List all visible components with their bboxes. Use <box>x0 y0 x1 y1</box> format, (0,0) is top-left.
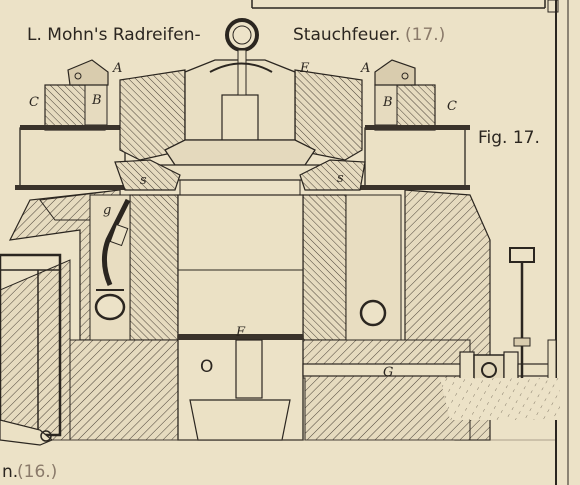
fig-label: Fig. 17. <box>478 128 540 148</box>
label-O: O <box>200 357 213 377</box>
label-A-left: A <box>112 61 122 76</box>
upper-ring <box>15 18 470 195</box>
top-right-frame <box>547 0 559 13</box>
label-B-left: B <box>91 93 102 108</box>
label-S-right: s <box>337 171 344 186</box>
label-G: G <box>383 365 393 380</box>
pipe-g <box>94 198 131 321</box>
label-A-right: A <box>360 61 370 76</box>
title-figref: (17.) <box>405 25 445 45</box>
title-right: Stauchfeuer. <box>293 25 400 45</box>
bottom-left-caption: n. <box>2 462 18 482</box>
label-g: g <box>103 203 111 218</box>
chamber-o <box>177 334 304 441</box>
label-C-right: C <box>447 99 457 114</box>
bottom-left-caption-ref: (16.) <box>17 462 57 482</box>
label-S-left: s <box>140 173 147 188</box>
label-F: F <box>235 325 246 340</box>
label-C-left: C <box>29 95 39 110</box>
ground-texture <box>440 378 560 420</box>
left-partial-figure <box>0 253 62 446</box>
brick-body <box>0 189 491 441</box>
label-E: E <box>299 61 310 76</box>
label-B-right: B <box>382 95 393 110</box>
title-left: L. Mohn's Radreifen- <box>27 25 201 45</box>
right-port <box>359 299 387 327</box>
